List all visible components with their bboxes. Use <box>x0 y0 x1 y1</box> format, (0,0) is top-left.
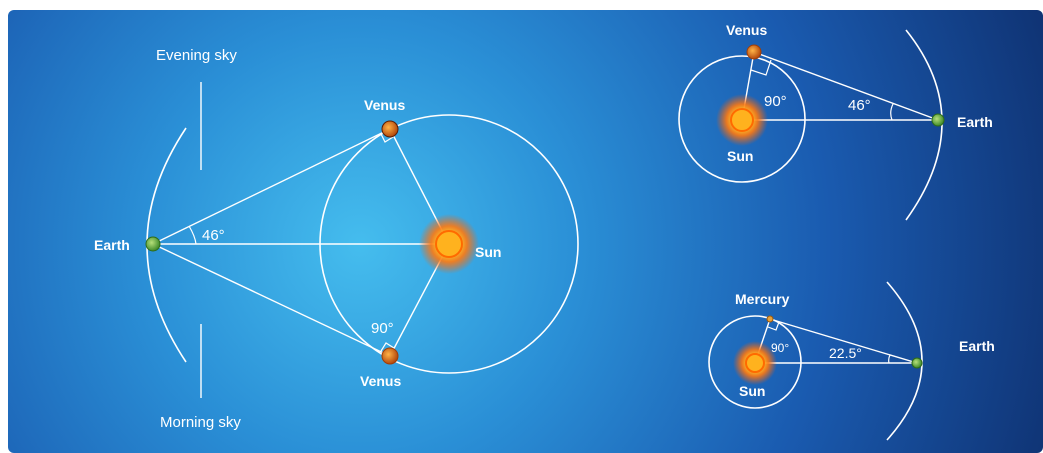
venus-bottom-label: Venus <box>360 373 401 389</box>
mercury-inset-right-angle-marker <box>767 321 780 331</box>
venus-inset-orbit <box>678 55 806 183</box>
right-angle-label: 90° <box>371 320 394 337</box>
venus-inset-earth-label: Earth <box>957 114 993 130</box>
venus-inset-sun <box>730 108 754 132</box>
mercury-inset-earth-planet <box>911 357 923 369</box>
mercury-inset-sun <box>745 353 765 373</box>
mercury-inset-earth-label: Earth <box>959 338 995 354</box>
sun <box>435 230 463 258</box>
sight-line-morning <box>152 243 391 357</box>
right-angle-marker-top <box>380 133 394 143</box>
background-panel <box>8 10 1043 453</box>
mercury-inset-planet <box>766 315 774 323</box>
angle-arc-46 <box>188 225 197 245</box>
venus-inset-right-angle-marker <box>750 59 772 76</box>
venus-inset-right-angle-label: 90° <box>764 93 787 110</box>
evening-sky-label: Evening sky <box>156 47 237 64</box>
right-angle-marker-bottom <box>380 342 395 352</box>
mercury-inset: Mercury Sun Earth 90° 22.5° <box>708 281 995 441</box>
main-diagram: Evening sky Morning sky Venus Venus Eart… <box>94 47 579 431</box>
angle-label-46: 46° <box>202 227 225 244</box>
earth-label: Earth <box>94 237 130 253</box>
venus-inset-planet <box>746 44 762 60</box>
venus-top-label: Venus <box>364 97 405 113</box>
mercury-inset-angle-label: 22.5° <box>829 345 862 361</box>
sight-line-evening <box>152 128 391 245</box>
mercury-inset-sight-line <box>769 318 918 364</box>
mercury-inset-right-angle-label: 90° <box>771 341 789 355</box>
venus-inset-angle-arc <box>890 103 894 121</box>
venus-inset-earth-planet <box>931 113 945 127</box>
venus-inset-venus-label: Venus <box>726 22 767 38</box>
venus-inset-sun-label: Sun <box>727 148 753 164</box>
venus-bottom-planet <box>381 347 399 365</box>
earth-planet <box>145 236 161 252</box>
venus-inset: Venus Sun Earth 90° 46° <box>678 22 993 221</box>
venus-top-planet <box>381 120 399 138</box>
mercury-inset-angle-arc <box>888 354 891 364</box>
morning-sky-label: Morning sky <box>160 414 241 431</box>
mercury-inset-sun-label: Sun <box>739 383 765 399</box>
sun-label: Sun <box>475 244 501 260</box>
venus-inset-sight-line <box>753 51 939 121</box>
mercury-inset-orbit <box>708 315 802 409</box>
venus-inset-angle-label: 46° <box>848 97 871 114</box>
mercury-inset-mercury-label: Mercury <box>735 291 790 307</box>
